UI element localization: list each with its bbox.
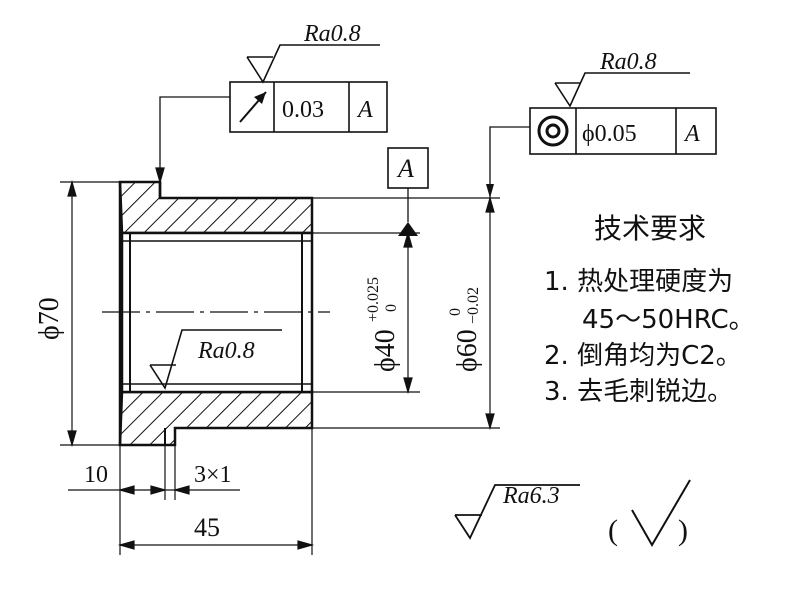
runout-value: 0.03 [282, 97, 324, 123]
part-section [102, 180, 330, 447]
dim-10: 10 [84, 462, 108, 488]
coaxiality-frame: ϕ0.05 A Ra0.8 [486, 49, 717, 198]
upper-wall-section [118, 180, 314, 235]
runout-leader [155, 96, 230, 185]
ra-bore-label: Ra0.8 [197, 338, 255, 364]
ra-general-label: Ra6.3 [502, 483, 560, 509]
general-surface-finish: Ra6.3 ( ) [454, 479, 691, 547]
runout-frame: 0.03 A Ra0.8 [229, 21, 388, 133]
technical-requirements: 技术要求 1. 热处理硬度为 45～50HRC。 2. 倒角均为C2。 3. 去… [544, 212, 755, 407]
dim-3x1: 3×1 [194, 462, 232, 488]
circular-runout-icon [239, 91, 267, 123]
runout-datum: A [356, 97, 373, 123]
dim-phi40-upper: +0.025 [365, 277, 382, 322]
general-note-close: ) [678, 514, 688, 547]
dim-phi70: ϕ70 [34, 297, 65, 340]
lower-wall-section [118, 390, 314, 447]
dim-phi60-group: ϕ60 0 −0.02 [447, 287, 483, 372]
datum-a: A [387, 147, 429, 236]
dimension-lines [60, 179, 500, 555]
dim-phi60-lower: −0.02 [465, 287, 482, 324]
coaxiality-icon [537, 115, 569, 147]
dim-45: 45 [194, 513, 220, 542]
general-note-open: ( [608, 514, 618, 547]
datum-a-label: A [396, 154, 414, 183]
dim-phi40: ϕ40 [370, 329, 401, 372]
coaxiality-value: ϕ0.05 [582, 121, 637, 147]
tech-req-item-1b: 45～50HRC。 [582, 305, 755, 335]
dim-phi60: ϕ60 [452, 329, 483, 372]
tech-req-item-2: 2. 倒角均为C2。 [544, 341, 742, 371]
tech-req-item-3: 3. 去毛刺锐边。 [544, 377, 733, 407]
check-mark-icon [631, 479, 691, 547]
ra-bore-symbol: Ra0.8 [149, 329, 282, 390]
dim-phi40-lower: 0 [383, 304, 400, 312]
tech-req-item-1: 1. 热处理硬度为 [544, 267, 733, 297]
ra-top-label: Ra0.8 [303, 21, 361, 47]
ra-right-label: Ra0.8 [599, 49, 657, 75]
dim-phi40-group: ϕ40 +0.025 0 [365, 277, 401, 372]
tech-req-title: 技术要求 [594, 212, 706, 245]
dim-phi60-upper: 0 [447, 308, 464, 316]
coaxiality-datum: A [683, 121, 700, 147]
